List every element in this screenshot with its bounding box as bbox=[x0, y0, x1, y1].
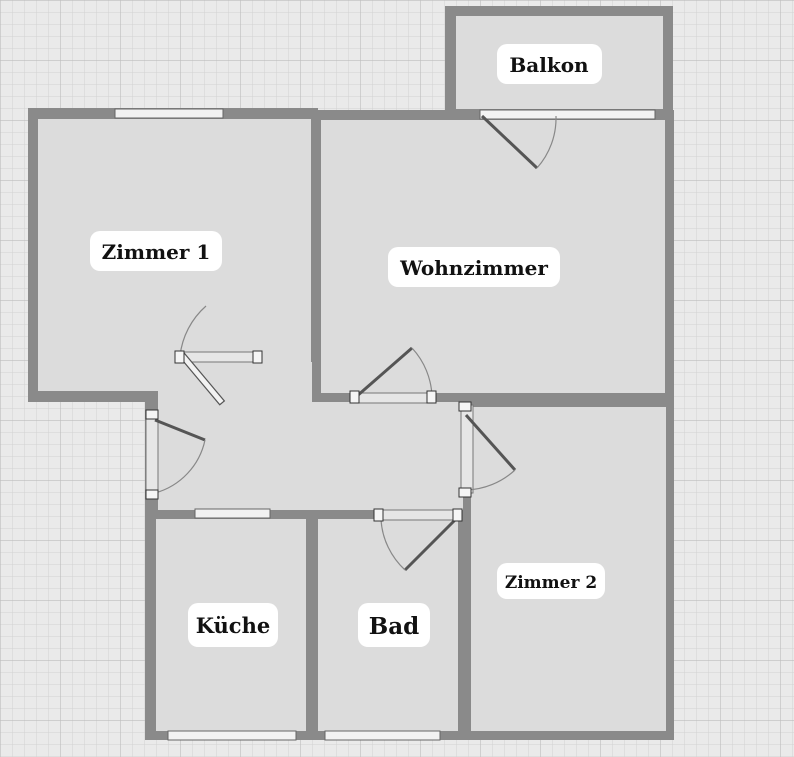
window-bad bbox=[324, 730, 441, 741]
label-zimmer-1: Zimmer 1 bbox=[90, 231, 222, 271]
door-openings bbox=[145, 351, 474, 521]
door-balkon bbox=[480, 114, 557, 170]
windows bbox=[114, 108, 656, 741]
label-wohnzimmer: Wohnzimmer bbox=[388, 247, 560, 287]
room-label-zimmer-2: Zimmer 2 bbox=[505, 573, 597, 593]
floor-hall-b bbox=[305, 402, 463, 510]
window-wohnzimmer bbox=[479, 109, 656, 120]
label-balkon: Balkon bbox=[497, 44, 602, 84]
opening-wohnzimmer bbox=[354, 392, 434, 404]
room-label-zimmer-1: Zimmer 1 bbox=[102, 240, 211, 264]
opening-bad bbox=[379, 509, 461, 521]
room-floors bbox=[38, 16, 666, 731]
room-label-balkon: Balkon bbox=[509, 53, 589, 77]
window-hall-kitchen bbox=[194, 508, 271, 519]
opening-zimmer-1 bbox=[179, 351, 261, 363]
label-bad: Bad bbox=[358, 603, 430, 647]
room-label-wohnzimmer: Wohnzimmer bbox=[399, 256, 548, 280]
floor-hall-a bbox=[158, 362, 312, 510]
label-kueche: Küche bbox=[188, 603, 278, 647]
door-posts bbox=[145, 350, 472, 522]
room-label-bad: Bad bbox=[369, 613, 419, 640]
label-zimmer-2: Zimmer 2 bbox=[497, 563, 605, 599]
room-labels: Balkon Zimmer 1 Wohnzimmer Zimmer 2 Küch… bbox=[90, 44, 605, 647]
opening-hall-left bbox=[145, 414, 159, 496]
door-hall-left bbox=[154, 418, 206, 494]
door-bad bbox=[380, 516, 459, 572]
room-label-kueche: Küche bbox=[196, 613, 270, 638]
window-zimmer-1 bbox=[114, 108, 224, 119]
window-kueche bbox=[167, 730, 297, 741]
